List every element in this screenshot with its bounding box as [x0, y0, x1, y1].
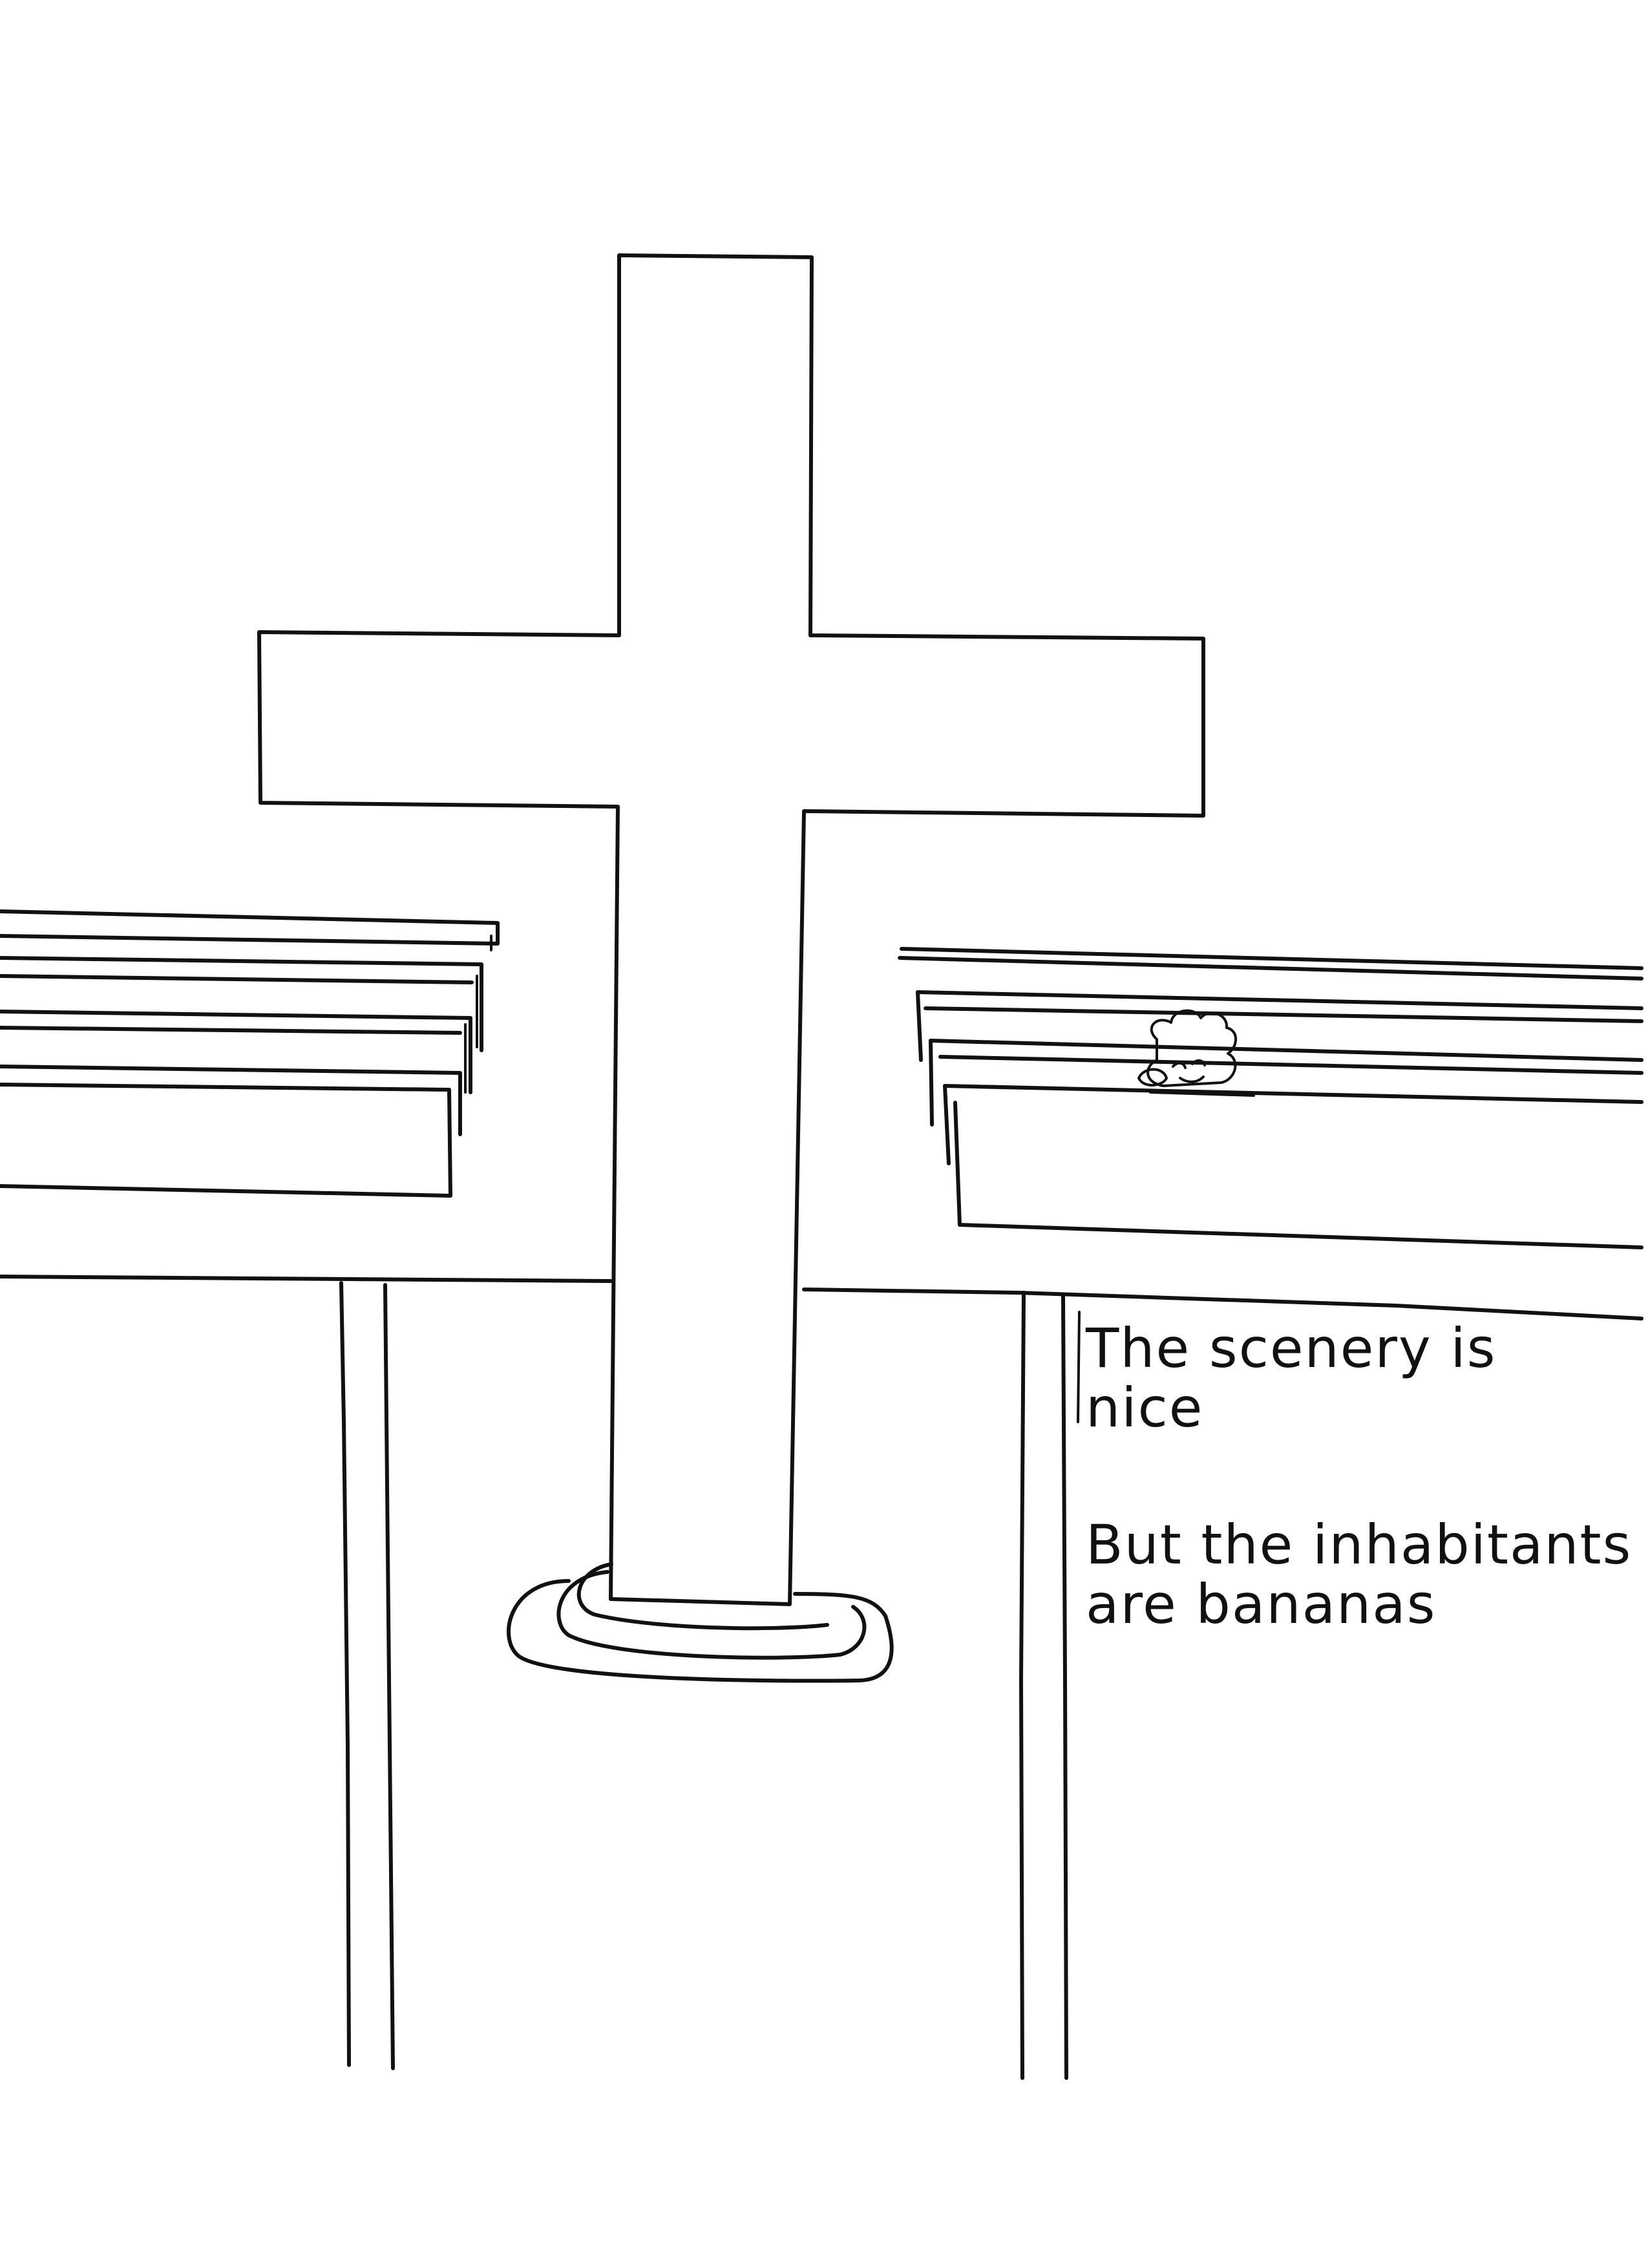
caption-line-2: nice — [1086, 1376, 1204, 1439]
cross-base-outer — [507, 1579, 894, 1683]
caption-gap — [1086, 1437, 1629, 1515]
post-left-a — [339, 1281, 351, 2067]
pew-left-legs — [464, 935, 492, 1094]
cross-base-middle — [556, 1570, 867, 1660]
caption-line-1: The scenery is — [1086, 1317, 1497, 1380]
cross-base-inner — [576, 1562, 829, 1631]
caption-line-3: But the inhabitants — [1086, 1513, 1632, 1576]
pew-left-3 — [0, 1010, 472, 1094]
cross — [257, 253, 1205, 1606]
pew-left-1 — [0, 909, 500, 946]
horizon-left — [0, 1275, 613, 1283]
pew-right-4 — [943, 1084, 1643, 1249]
caption-margin-line — [1077, 1311, 1081, 1423]
pew-right-3 — [929, 1039, 1643, 1127]
pew-right-1 — [898, 947, 1643, 980]
pew-left-2 — [0, 956, 483, 1052]
post-right-a — [1019, 1291, 1026, 2080]
post-right-b — [1061, 1294, 1068, 2080]
horizon-right — [802, 1288, 1643, 1320]
pew-right-2 — [916, 990, 1643, 1062]
caption-line-4: are bananas — [1086, 1573, 1437, 1636]
post-left-b — [383, 1283, 395, 2070]
banana-creature — [1137, 1009, 1255, 1097]
caption: The scenery is nice But the inhabitants … — [1086, 1317, 1632, 1636]
pew-left-4 — [0, 1065, 462, 1198]
